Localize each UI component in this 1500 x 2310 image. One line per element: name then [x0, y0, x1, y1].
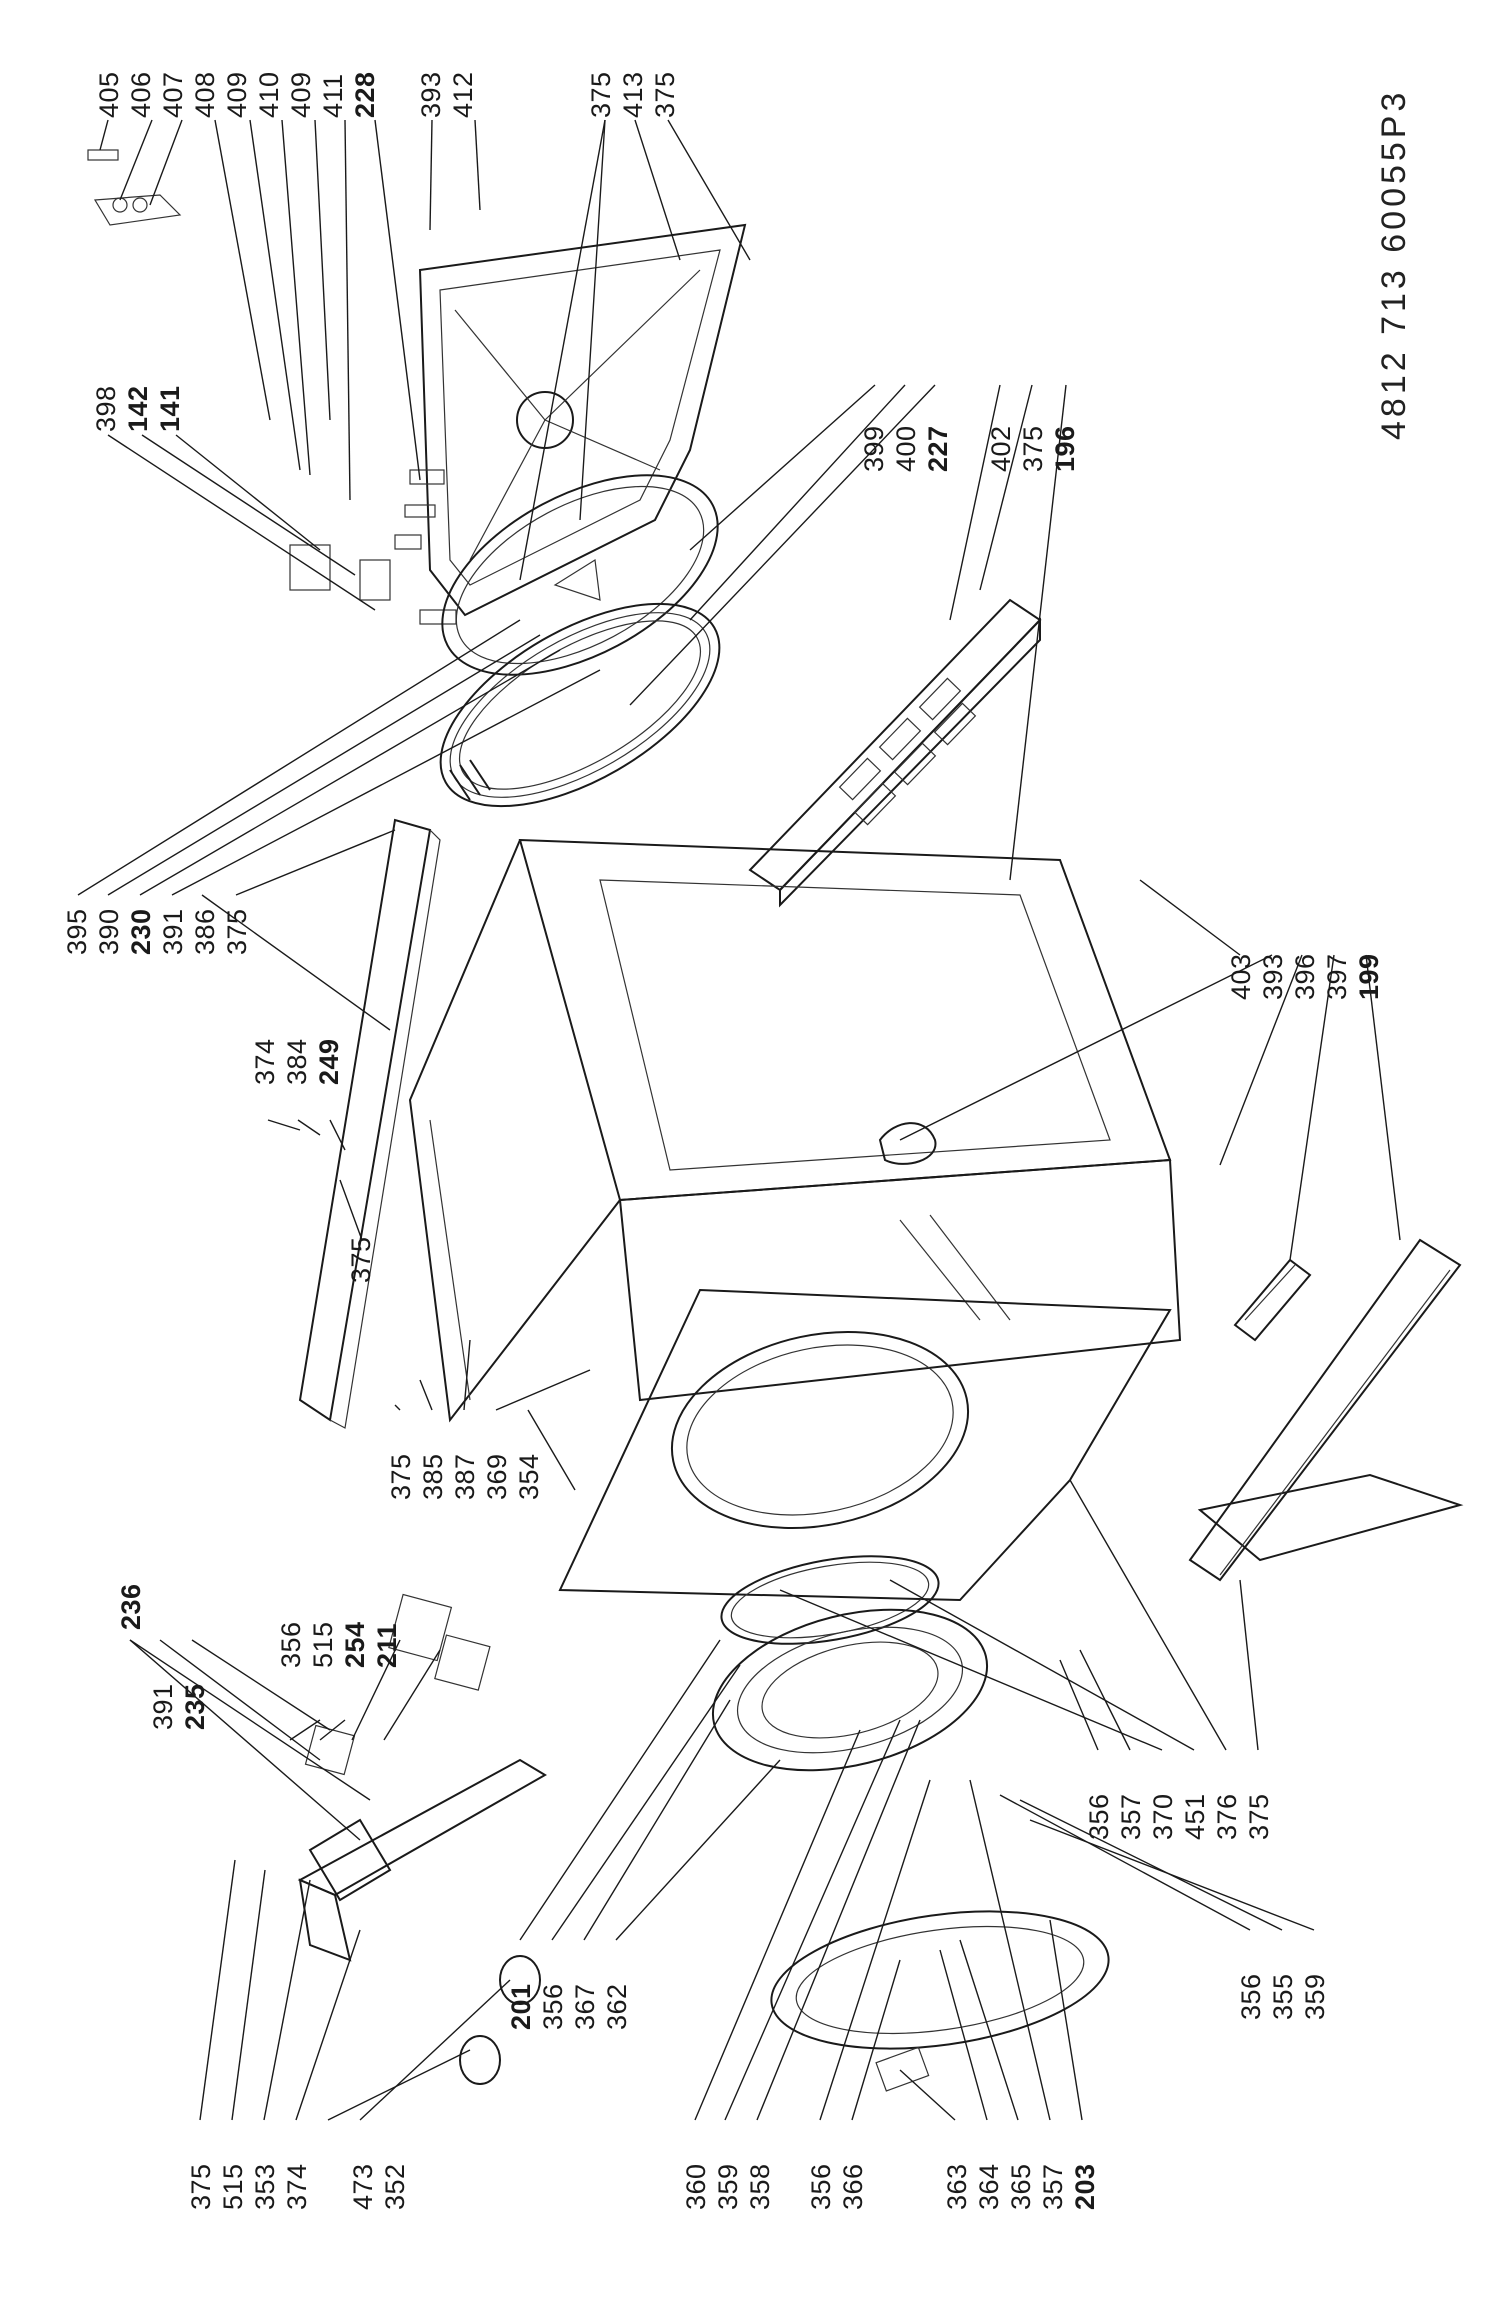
callout-393: 393	[1258, 953, 1288, 1000]
callout-375: 375	[586, 71, 616, 118]
callout-395: 395	[62, 908, 92, 955]
callout-356: 356	[538, 1983, 568, 2030]
callout-391: 391	[148, 1683, 178, 1730]
leader-lines	[77, 119, 1401, 2121]
callout-375: 375	[1244, 1793, 1274, 1840]
callout-375: 375	[346, 1236, 376, 1283]
callout-249: 249	[314, 1038, 344, 1085]
cabinet-body-drawing	[408, 838, 1182, 1423]
rear-panel-drawing	[87, 149, 747, 625]
callout-199: 199	[1354, 953, 1384, 1000]
callout-384: 384	[282, 1038, 312, 1085]
callout-400: 400	[891, 425, 921, 472]
callout-354: 354	[514, 1453, 544, 1500]
callout-364: 364	[974, 2163, 1004, 2210]
callout-254: 254	[340, 1621, 370, 1668]
callout-413: 413	[618, 71, 648, 118]
callout-375: 375	[222, 908, 252, 955]
callout-359: 359	[1300, 1973, 1330, 2020]
callout-403: 403	[1226, 953, 1256, 1000]
callout-397: 397	[1322, 953, 1352, 1000]
callout-358: 358	[745, 2163, 775, 2210]
callout-410: 410	[254, 71, 284, 118]
document-number: 4812 713 60055P3	[1375, 89, 1413, 440]
callout-355: 355	[1268, 1973, 1298, 2020]
callout-366: 366	[838, 2163, 868, 2210]
callout-236: 236	[116, 1583, 146, 1630]
callout-376: 376	[1212, 1793, 1242, 1840]
callout-211: 211	[372, 1623, 402, 1668]
callout-235: 235	[180, 1683, 210, 1730]
control-panel-drawing	[297, 1593, 547, 2085]
callout-412: 412	[448, 71, 478, 118]
callout-387: 387	[450, 1453, 480, 1500]
callout-367: 367	[570, 1983, 600, 2030]
callout-142: 142	[123, 385, 153, 432]
kickplate-drawing	[1188, 1238, 1464, 1582]
callout-196: 196	[1050, 425, 1080, 472]
callout-353: 353	[250, 2163, 280, 2210]
callout-515: 515	[218, 2163, 248, 2210]
callout-375: 375	[1018, 425, 1048, 472]
callout-375: 375	[650, 71, 680, 118]
callout-356: 356	[806, 2163, 836, 2210]
callout-201: 201	[506, 1983, 536, 2030]
callout-370: 370	[1148, 1793, 1178, 1840]
callout-228: 228	[350, 71, 380, 118]
drum-front-drawing	[711, 1608, 989, 1772]
callout-515: 515	[308, 1621, 338, 1668]
callout-398: 398	[91, 385, 121, 432]
door-ring-drawing	[770, 1910, 1110, 2092]
callout-360: 360	[681, 2163, 711, 2210]
callout-385: 385	[418, 1453, 448, 1500]
callout-386: 386	[190, 908, 220, 955]
callout-359: 359	[713, 2163, 743, 2210]
callout-396: 396	[1290, 953, 1320, 1000]
rear-cover-drawing	[748, 598, 1042, 908]
callout-141: 141	[155, 385, 185, 432]
callout-409: 409	[286, 71, 316, 118]
callout-407: 407	[158, 71, 188, 118]
callout-365: 365	[1006, 2163, 1036, 2210]
callout-406: 406	[126, 71, 156, 118]
callout-408: 408	[190, 71, 220, 118]
callout-362: 362	[602, 1983, 632, 2030]
callout-227: 227	[923, 425, 953, 472]
heating-element-drawing	[439, 602, 721, 808]
front-panel-drawing	[558, 1288, 1172, 1602]
callout-203: 203	[1070, 2163, 1100, 2210]
callout-402: 402	[986, 425, 1016, 472]
callout-357: 357	[1116, 1793, 1146, 1840]
callout-356: 356	[1236, 1973, 1266, 2020]
callout-labels: 405 406 407 408 409 410 409 411 228 393 …	[62, 71, 1413, 2210]
callout-369: 369	[482, 1453, 512, 1500]
callout-356: 356	[276, 1621, 306, 1668]
callout-405: 405	[94, 71, 124, 118]
callout-473: 473	[348, 2163, 378, 2210]
callout-409: 409	[222, 71, 252, 118]
callout-399: 399	[859, 425, 889, 472]
callout-375: 375	[386, 1453, 416, 1500]
callout-375: 375	[186, 2163, 216, 2210]
drum-back-drawing	[441, 474, 719, 676]
callout-411: 411	[318, 73, 348, 118]
callout-374: 374	[282, 2163, 312, 2210]
callout-390: 390	[94, 908, 124, 955]
callout-391: 391	[158, 908, 188, 955]
callout-374: 374	[250, 1038, 280, 1085]
callout-356: 356	[1084, 1793, 1114, 1840]
callout-393: 393	[416, 71, 446, 118]
callout-230: 230	[126, 908, 156, 955]
callout-451: 451	[1180, 1793, 1210, 1840]
callout-357: 357	[1038, 2163, 1068, 2210]
top-cover-drawing	[298, 818, 441, 1429]
door-seal-drawing	[720, 1555, 940, 1645]
callout-352: 352	[380, 2163, 410, 2210]
callout-363: 363	[942, 2163, 972, 2210]
